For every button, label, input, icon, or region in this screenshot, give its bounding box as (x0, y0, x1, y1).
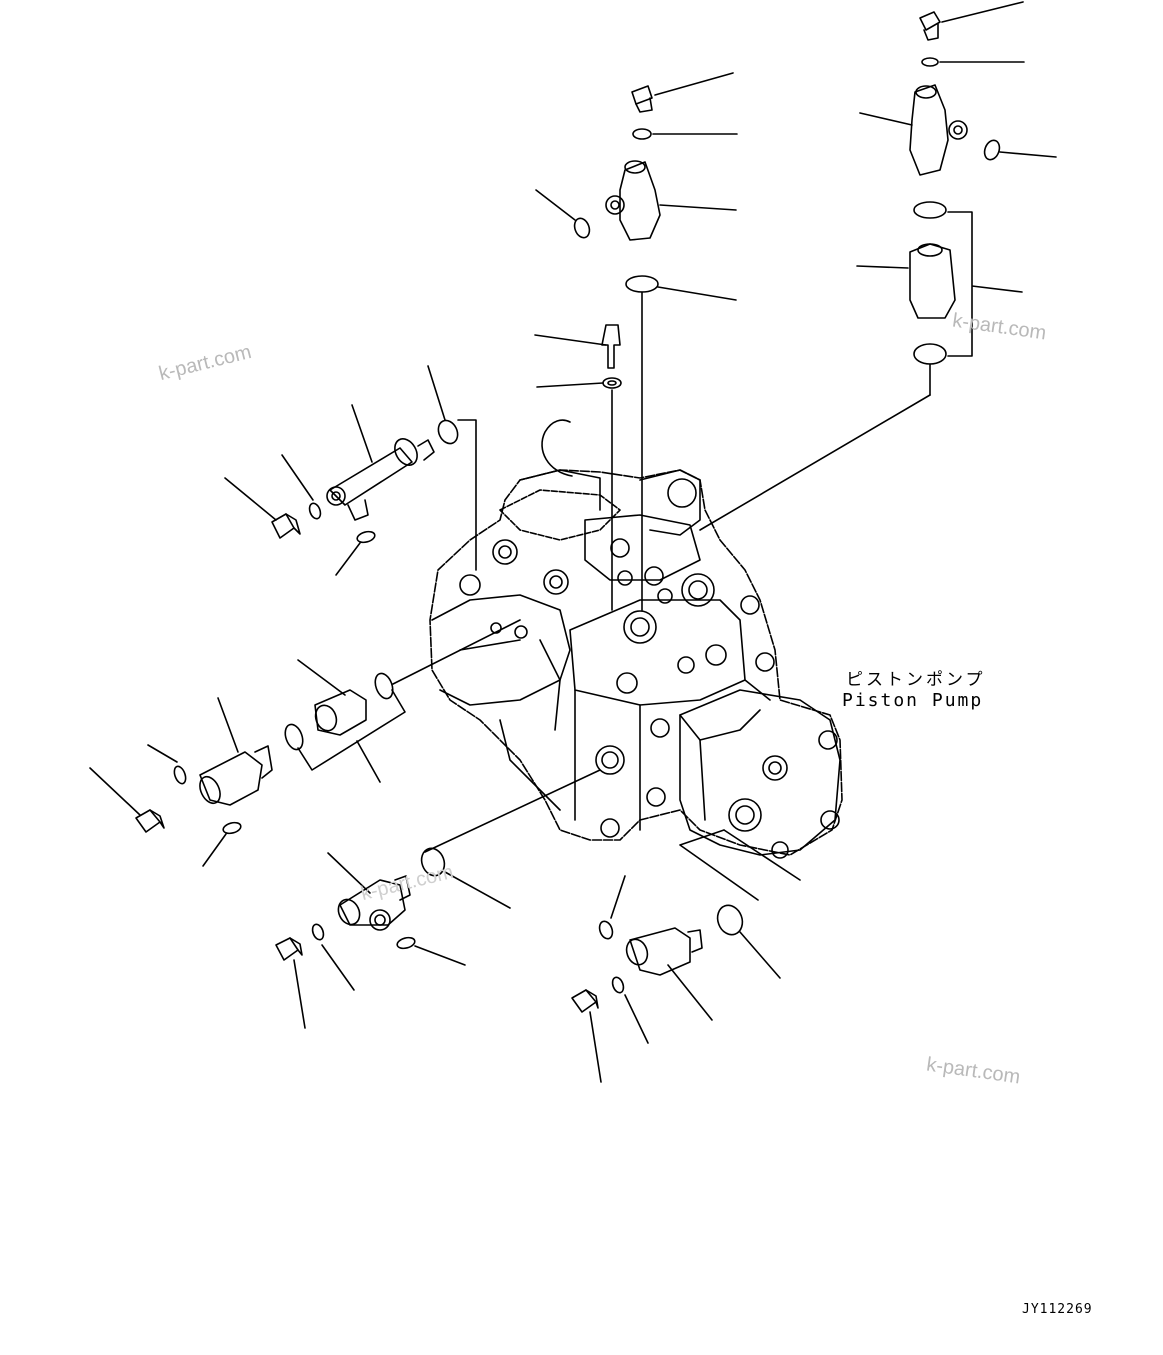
bottom-o-ring-small (311, 923, 354, 990)
bottom-right-o-ring-large (714, 902, 780, 978)
piston-pump-label-japanese: ピストンポンプ (846, 670, 986, 690)
left-o-ring-bottom (203, 821, 242, 866)
top-right-o-ring-small (922, 58, 1024, 66)
top-center-o-ring-small (633, 129, 737, 139)
top-right-bracket (948, 212, 1022, 356)
top-right-o-ring-lower (700, 344, 946, 530)
left-upper-o-ring-small (282, 455, 322, 520)
top-right-o-ring-side (982, 138, 1056, 162)
left-upper-o-ring-side (336, 530, 376, 575)
bottom-tee-fitting (328, 853, 410, 930)
bottom-right-o-ring-top (597, 876, 625, 941)
left-plug (90, 768, 164, 832)
bottom-right-elbow (623, 928, 712, 1020)
top-center-bolt (535, 325, 620, 368)
top-right-o-ring-upper (914, 202, 946, 218)
top-center-plug (632, 73, 733, 112)
piston-pump-label-english: Piston Pump (842, 690, 984, 711)
left-tee-fitting (196, 698, 272, 806)
left-o-ring-left (282, 722, 306, 752)
left-bracket (298, 690, 405, 782)
top-right-plug (920, 2, 1023, 40)
left-upper-o-ring (428, 366, 476, 570)
top-center-o-ring-side (536, 190, 592, 240)
piston-pump-body (430, 420, 842, 858)
top-right-adapter (857, 244, 955, 318)
left-elbow-pipe (327, 405, 434, 520)
left-adapter (298, 660, 366, 735)
bottom-left-plug (276, 938, 305, 1028)
top-center-tee-fitting (606, 161, 736, 240)
top-center-washer (537, 378, 621, 610)
bottom-o-ring-large (418, 770, 600, 908)
bottom-right-bracket (680, 830, 800, 900)
bottom-o-ring-side (396, 936, 465, 965)
bottom-right-o-ring-small (611, 976, 648, 1043)
left-o-ring-right (372, 620, 520, 701)
drawing-code: JY112269 (1022, 1302, 1093, 1317)
left-o-ring-small (148, 745, 188, 785)
left-upper-plug (225, 478, 300, 538)
bottom-right-plug (572, 990, 601, 1082)
top-right-tee-fitting (860, 85, 967, 175)
top-center-o-ring-large (626, 276, 736, 610)
